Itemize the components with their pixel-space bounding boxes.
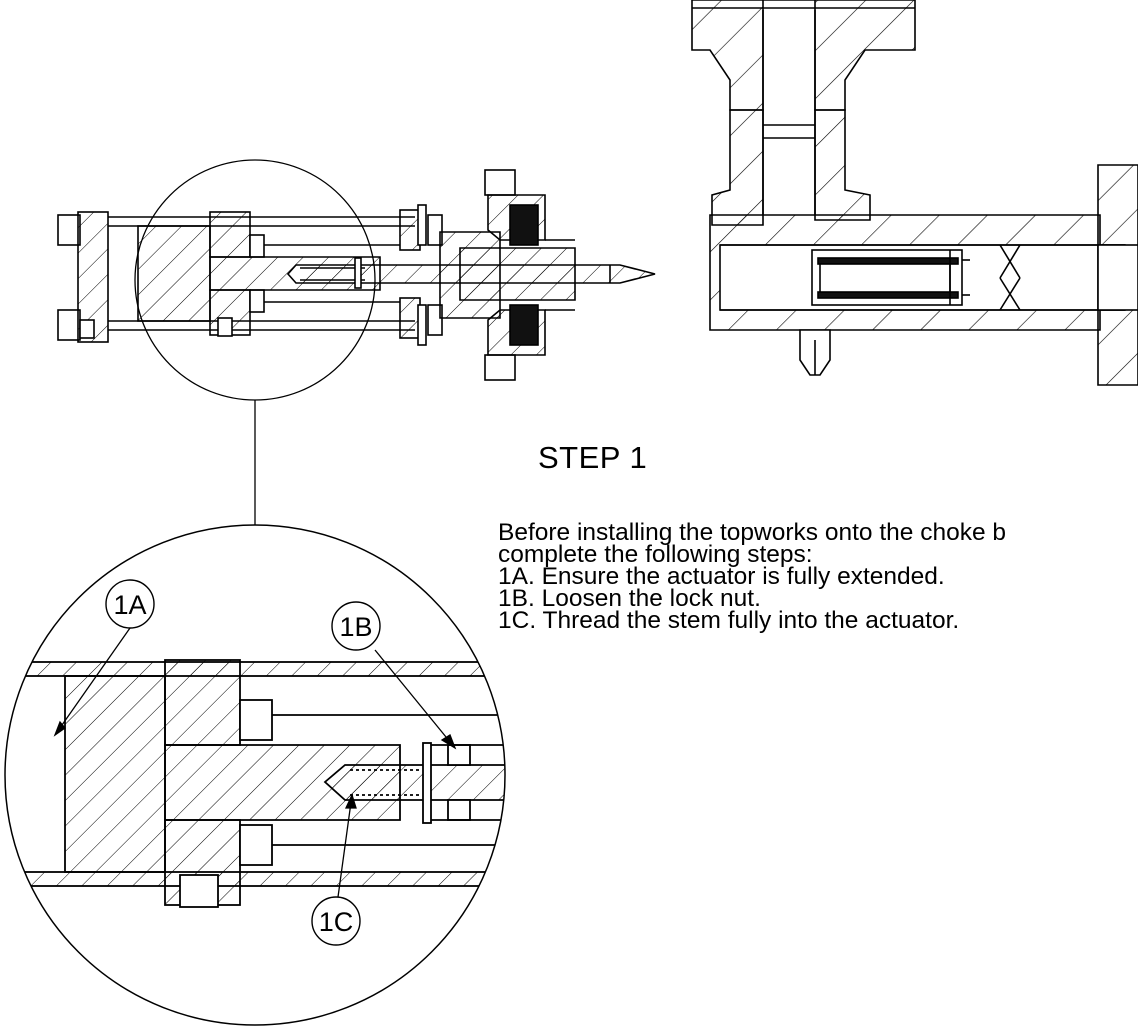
instruction-item-1b: 1B. Loosen the lock nut.: [498, 585, 761, 612]
step-instructions: Before installing the topworks onto the …: [498, 519, 1138, 634]
instruction-item-1a: 1A. Ensure the actuator is fully extende…: [498, 563, 945, 590]
svg-text:1C: 1C: [319, 907, 354, 937]
svg-text:1B: 1B: [339, 612, 372, 642]
instruction-intro-line-2: complete the following steps:: [498, 541, 813, 568]
svg-text:1A: 1A: [113, 590, 146, 620]
actuator-topworks: [57, 169, 656, 381]
instruction-item-1c: 1C. Thread the stem fully into the actua…: [498, 607, 960, 634]
choke-body: [691, 0, 1138, 386]
detail-circle-outline: [4, 524, 506, 1026]
instruction-intro-line-1: Before installing the topworks onto the …: [498, 519, 1007, 546]
callout-1c: 1C: [311, 896, 361, 946]
detail-view-enlarged: [4, 524, 506, 1026]
callout-1b: 1B: [331, 601, 381, 651]
callout-1a: 1A: [105, 579, 155, 629]
step-title: STEP 1: [538, 440, 648, 475]
